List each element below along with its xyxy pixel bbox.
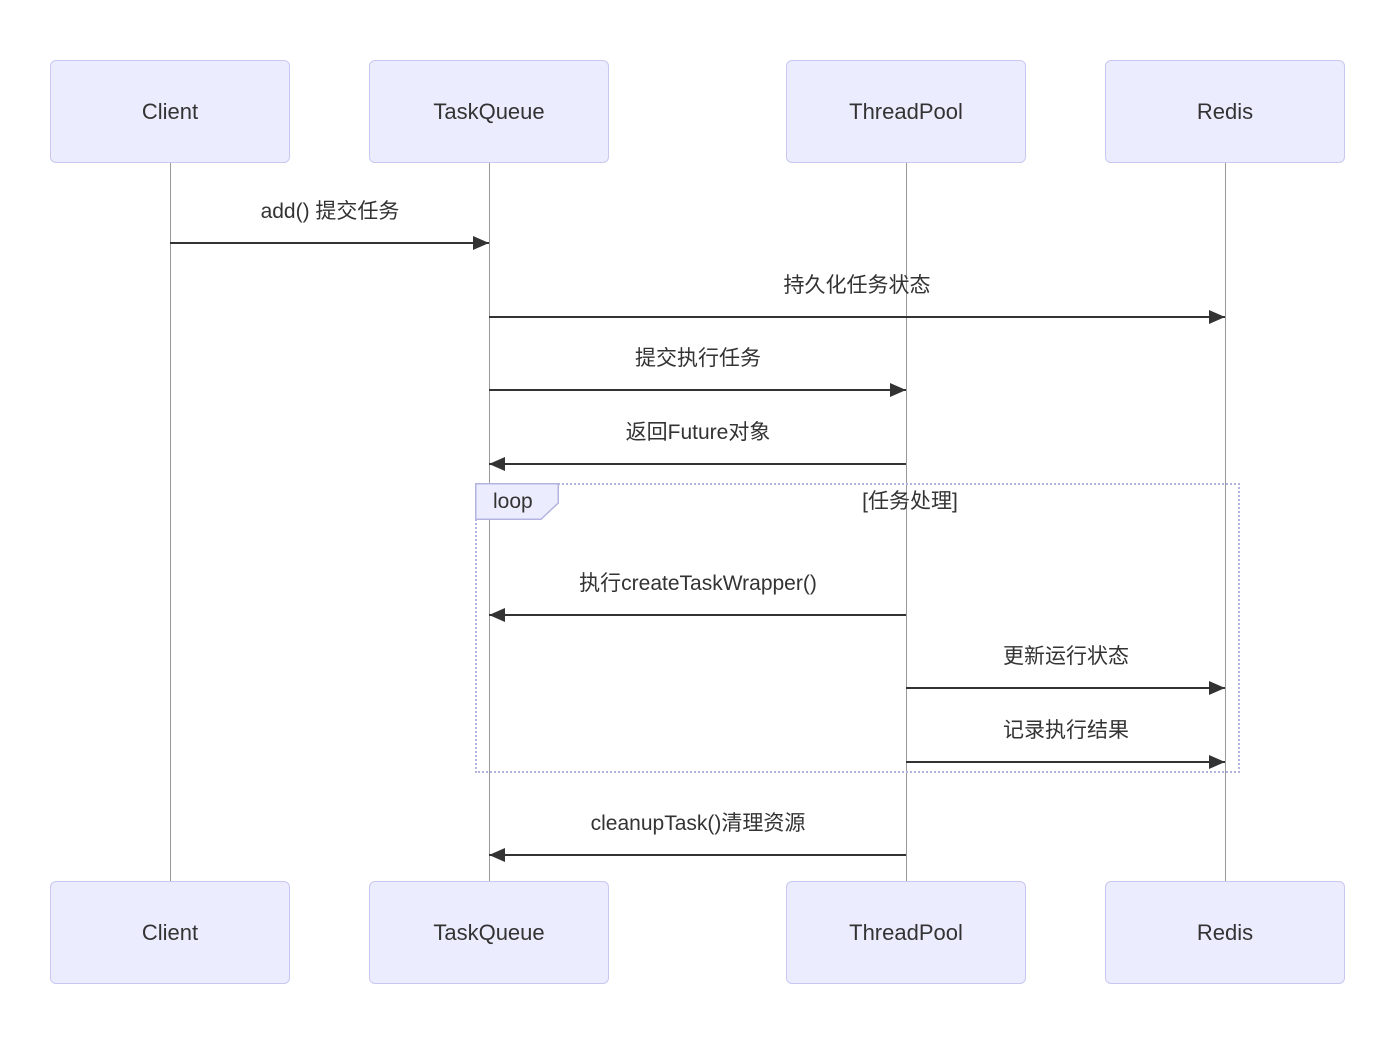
participant-label: Redis — [1196, 98, 1254, 124]
message-line — [170, 242, 489, 244]
participant-label: ThreadPool — [849, 919, 963, 945]
participant-taskqueue-bottom: TaskQueue — [369, 881, 609, 984]
message-line — [906, 761, 1225, 763]
message-line — [906, 687, 1225, 689]
message-label: 提交执行任务 — [635, 347, 761, 370]
message-label: 返回Future对象 — [625, 421, 771, 444]
participant-threadpool-bottom: ThreadPool — [786, 881, 1026, 984]
participant-client-bottom: Client — [50, 881, 290, 984]
arrowhead-left-icon — [489, 457, 505, 471]
arrowhead-left-icon — [489, 848, 505, 862]
arrowhead-left-icon — [489, 608, 505, 622]
participant-label: Redis — [1196, 919, 1254, 945]
participant-label: Client — [141, 919, 199, 945]
loop-frame — [475, 483, 1240, 773]
lifeline-redis — [1225, 163, 1226, 881]
message-line — [489, 854, 906, 856]
arrowhead-right-icon — [1209, 755, 1225, 769]
loop-condition-label: [任务处理] — [862, 490, 958, 513]
participant-taskqueue-top: TaskQueue — [369, 60, 609, 163]
participant-redis-top: Redis — [1105, 60, 1345, 163]
lifeline-threadpool — [906, 163, 907, 881]
participant-label: TaskQueue — [433, 919, 545, 945]
loop-label-shape — [475, 483, 559, 520]
arrowhead-right-icon — [1209, 310, 1225, 324]
participant-client-top: Client — [50, 60, 290, 163]
loop-operator-label: loop — [493, 490, 533, 513]
arrowhead-right-icon — [473, 236, 489, 250]
message-label: 记录执行结果 — [1003, 719, 1129, 742]
participant-label: TaskQueue — [433, 98, 545, 124]
participant-redis-bottom: Redis — [1105, 881, 1345, 984]
message-label: 持久化任务状态 — [783, 274, 931, 297]
message-label: cleanupTask()清理资源 — [590, 812, 806, 835]
message-line — [489, 463, 906, 465]
message-label: 更新运行状态 — [1003, 645, 1129, 668]
participant-label: Client — [141, 98, 199, 124]
message-line — [489, 389, 906, 391]
participant-label: ThreadPool — [849, 98, 963, 124]
message-label: add() 提交任务 — [260, 200, 400, 223]
arrowhead-right-icon — [1209, 681, 1225, 695]
lifeline-client — [170, 163, 171, 881]
participant-threadpool-top: ThreadPool — [786, 60, 1026, 163]
message-label: 执行createTaskWrapper() — [579, 572, 817, 595]
lifeline-taskqueue — [489, 163, 490, 881]
arrowhead-right-icon — [890, 383, 906, 397]
message-line — [489, 316, 1225, 318]
message-line — [489, 614, 906, 616]
